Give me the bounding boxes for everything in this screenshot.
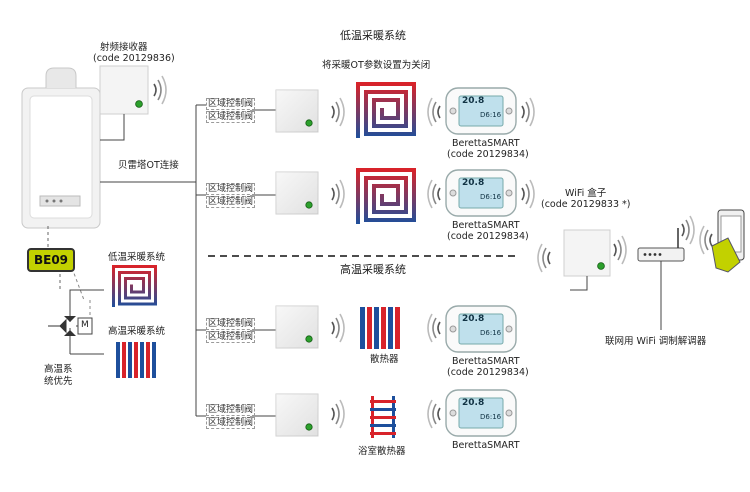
wifi-router-icon (637, 228, 685, 262)
zone-valve-label: 区域控制阀 (206, 331, 256, 343)
thermostat-name: BerettaSMART (452, 138, 520, 149)
thermostat-temp: 20.8 (462, 96, 485, 106)
thermostat-code: (code 20129834) (447, 149, 529, 160)
zone-valve-group: 区域控制阀 区域控制阀 (206, 318, 256, 344)
wifi-box-code: (code 20129833 *) (541, 199, 631, 210)
thermostat-temp: 20.8 (462, 314, 485, 324)
high-temp-mini-label: 高温采暖系统 (108, 326, 166, 337)
low-temp-title: 低温采暖系统 (340, 29, 406, 42)
thermostat-temp: 20.8 (462, 178, 485, 188)
thermostat-name: BerettaSMART (452, 440, 520, 451)
underfloor-heating-icon (356, 168, 416, 226)
thermostat-code: (code 20129834) (447, 231, 529, 242)
priority-label-1: 高温系 (44, 364, 73, 375)
thermostat-sub: D6:16 (480, 329, 502, 337)
thermostat-sub: D6:16 (480, 193, 502, 201)
radiator-label: 散热器 (370, 354, 399, 365)
towel-rail-icon (370, 396, 396, 438)
thermostat-sub: D6:16 (480, 111, 502, 119)
wifi-box-name: WiFi 盒子 (565, 188, 607, 199)
zone-valve-label: 区域控制阀 (206, 417, 256, 429)
high-temp-mini-radiator (116, 342, 156, 378)
zone-valve-label: 区域控制阀 (206, 98, 256, 110)
motor-icon (77, 317, 93, 335)
motor-letter: M (81, 320, 89, 330)
thermostat-name: BerettaSMART (452, 220, 520, 231)
low-temp-mini-label: 低温采暖系统 (108, 252, 166, 263)
wifi-box (563, 229, 611, 277)
low-temp-mini-spiral (112, 265, 157, 309)
high-temp-title: 高温采暖系统 (340, 263, 406, 276)
ot-connection-label: 贝雷塔OT连接 (118, 160, 179, 171)
router-label: 联网用 WiFi 调制解调器 (605, 336, 707, 347)
zone-valve-label: 区域控制阀 (206, 111, 256, 123)
be09-badge: BE09 (27, 248, 75, 272)
rf-receiver (99, 65, 149, 115)
receiver-name: 射频接收器 (100, 42, 148, 53)
radiator-icon (360, 307, 400, 349)
zone-valve-group: 区域控制阀 区域控制阀 (206, 404, 256, 430)
ot-note: 将采暖OT参数设置为关闭 (322, 60, 431, 71)
thermostat-temp: 20.8 (462, 398, 485, 408)
thermostat-name: BerettaSMART (452, 356, 520, 367)
thermostat-sub: D6:16 (480, 413, 502, 421)
priority-label-2: 统优先 (44, 376, 73, 387)
receiver-code: (code 20129836) (93, 53, 175, 64)
towel-rail-label: 浴室散热器 (358, 446, 406, 457)
zone-valve-label: 区域控制阀 (206, 404, 256, 416)
zone-valve-label: 区域控制阀 (206, 318, 256, 330)
zone-valve-label: 区域控制阀 (206, 183, 256, 195)
zone-valve-group: 区域控制阀 区域控制阀 (206, 98, 256, 124)
thermostat-code: (code 20129834) (447, 367, 529, 378)
boiler (21, 67, 101, 229)
zone-valve-label: 区域控制阀 (206, 196, 256, 208)
underfloor-heating-icon (356, 82, 416, 140)
receiver-signal-icon (153, 75, 167, 105)
smartphone-icon (711, 209, 745, 273)
zone-valve-group: 区域控制阀 区域控制阀 (206, 183, 256, 209)
